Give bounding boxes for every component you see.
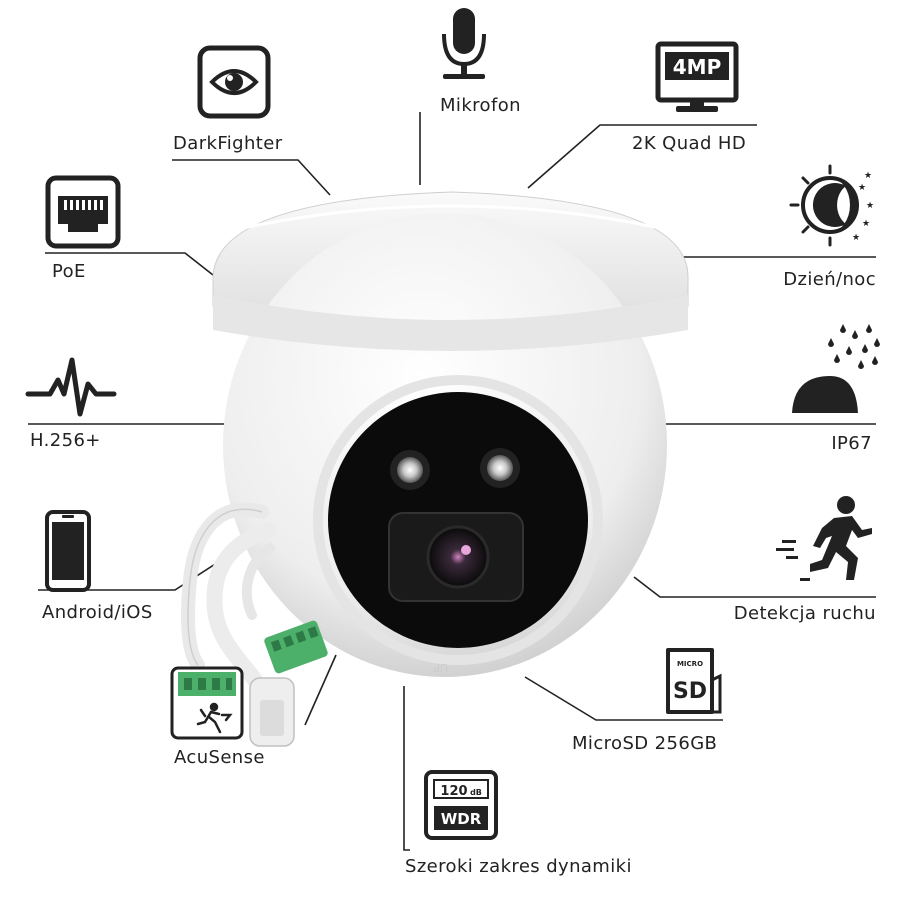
label-daynight: Dzień/noc [783,269,876,290]
wdr-badge-unit: dB [470,788,482,797]
label-mikrofon: Mikrofon [440,95,521,116]
wdr-icon: 120 dB WDR [424,770,498,840]
camera-cables [181,502,328,747]
resolution-badge: 4MP [673,55,721,79]
microsd-badge-main: SD [673,679,707,704]
label-microsd: MicroSD 256GB [572,733,718,754]
waveform-icon [25,357,117,417]
microphone-icon [442,8,486,79]
running-person-icon [776,496,872,581]
rain-dome-icon [792,324,880,413]
label-mobile: Android/iOS [42,602,153,623]
moon-stars-icon: ★★ ★★ ★ [789,164,874,247]
eye-icon [197,45,271,119]
svg-text:UP: UP [433,661,448,674]
microsd-card-icon: MICRO SD [666,648,722,714]
label-wdr: Szeroki zakres dynamiki [405,856,632,877]
wdr-badge-top: 120 [440,784,467,799]
svg-text:★: ★ [852,233,860,243]
connector-lines [28,112,876,851]
acusense-icon [170,666,244,740]
label-darkfighter: DarkFighter [173,133,283,154]
svg-text:★: ★ [858,183,866,193]
monitor-4mp-icon: 4MP [655,41,739,112]
svg-text:★: ★ [862,219,870,229]
smartphone-icon [45,510,91,592]
camera-body: UP [212,191,689,677]
label-ip67: IP67 [831,433,872,454]
label-poe: PoE [52,261,86,282]
svg-text:★: ★ [866,201,874,211]
label-motion: Detekcja ruchu [733,603,876,624]
label-resolution: 2K Quad HD [632,133,747,154]
label-codec: H.256+ [30,430,101,451]
ethernet-port-icon [45,175,121,249]
svg-text:★: ★ [864,171,872,181]
label-acusense: AcuSense [174,747,265,768]
wdr-badge-main: WDR [441,810,482,828]
microsd-badge-top: MICRO [677,660,703,668]
